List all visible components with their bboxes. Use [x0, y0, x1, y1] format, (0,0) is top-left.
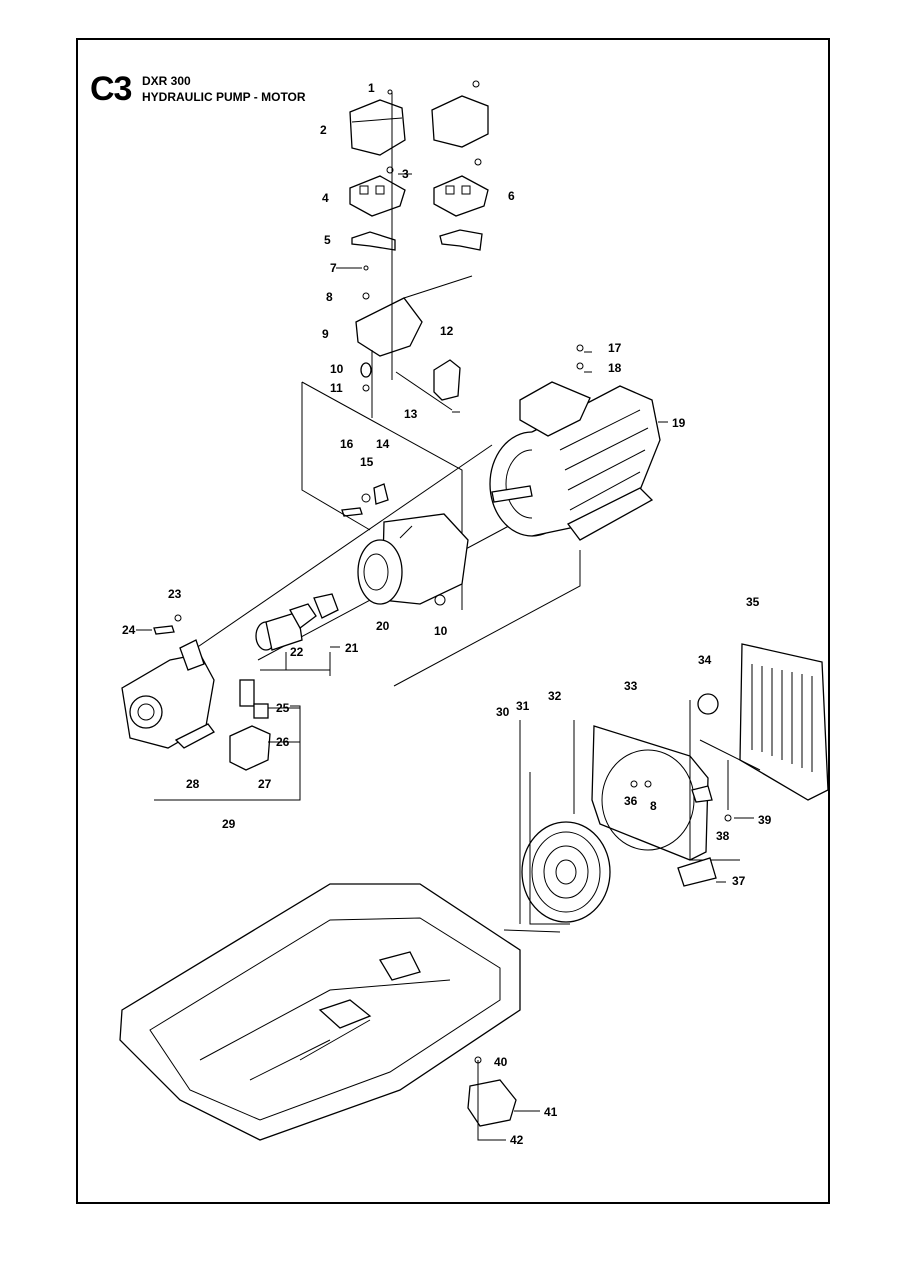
callout-29: 29	[222, 817, 236, 831]
callout-8: 8	[326, 290, 333, 304]
hydraulic-pump-part	[121, 614, 215, 749]
callout-27: 27	[258, 777, 272, 791]
callout-35: 35	[746, 595, 760, 609]
callout-23: 23	[168, 587, 182, 601]
callout-12: 12	[440, 324, 454, 338]
relay-part	[395, 359, 461, 411]
callout-17: 17	[608, 341, 622, 355]
mount-bracket-part	[630, 780, 732, 887]
callout-39: 39	[758, 813, 772, 827]
electric-motor-part	[489, 344, 661, 541]
callout-22: 22	[290, 645, 304, 659]
oil-cooler-radiator-part	[689, 643, 829, 861]
callout-18: 18	[608, 361, 622, 375]
mounting-bolt-part	[341, 483, 389, 517]
callout-33: 33	[624, 679, 638, 693]
callout-42: 42	[510, 1133, 524, 1147]
callout-40: 40	[494, 1055, 508, 1069]
terminal-block-part	[349, 166, 406, 217]
callout-20: 20	[376, 619, 390, 633]
callout-10b: 10	[434, 624, 448, 638]
diagram-title: HYDRAULIC PUMP - MOTOR	[142, 90, 306, 104]
callout-38: 38	[716, 829, 730, 843]
callout-11: 11	[330, 381, 343, 395]
model-name: DXR 300	[142, 74, 191, 88]
callout-10: 10	[330, 362, 344, 376]
callout-32: 32	[548, 689, 562, 703]
callout-leaders	[136, 173, 754, 1141]
coupling-part	[255, 593, 339, 676]
callout-13: 13	[404, 407, 418, 421]
callout-16: 16	[340, 437, 354, 451]
callout-41: 41	[544, 1105, 558, 1119]
callout-24: 24	[122, 623, 136, 637]
callout-28: 28	[186, 777, 200, 791]
spacer-part	[360, 362, 372, 392]
base-chassis-part	[119, 883, 561, 1141]
lower-fitting-part	[467, 1056, 517, 1141]
cooling-fan-part	[519, 720, 611, 925]
terminal-cover-part	[349, 89, 406, 156]
callout-6: 6	[508, 189, 515, 203]
callout-4: 4	[322, 191, 329, 205]
callout-37: 37	[732, 874, 746, 888]
callout-14: 14	[376, 437, 390, 451]
bracket-part	[355, 92, 473, 418]
callout-5: 5	[324, 233, 331, 247]
callout-36: 36	[624, 794, 638, 808]
callout-labels: 1 2 3 4 5 6 7 8 9 10 11 12 13 14 15 16 1…	[122, 81, 772, 1147]
diagram-frame	[76, 38, 830, 1204]
callout-34: 34	[698, 653, 712, 667]
terminal-block-alt-part	[433, 158, 489, 217]
callout-31: 31	[516, 699, 530, 713]
callout-21: 21	[345, 641, 359, 655]
callout-2: 2	[320, 123, 327, 137]
callout-1: 1	[368, 81, 375, 95]
gasket-plate-part	[351, 229, 483, 251]
fan-shroud-part	[573, 720, 709, 861]
terminal-cover-alt-part	[431, 80, 489, 148]
callout-8b: 8	[650, 799, 657, 813]
callout-30: 30	[496, 705, 510, 719]
callout-7: 7	[330, 261, 337, 275]
callout-19: 19	[672, 416, 686, 430]
valve-block-part	[174, 679, 271, 771]
section-code: C3	[90, 70, 132, 108]
flange-adapter-part	[357, 513, 469, 606]
callout-9: 9	[322, 327, 329, 341]
callout-15: 15	[360, 455, 374, 469]
